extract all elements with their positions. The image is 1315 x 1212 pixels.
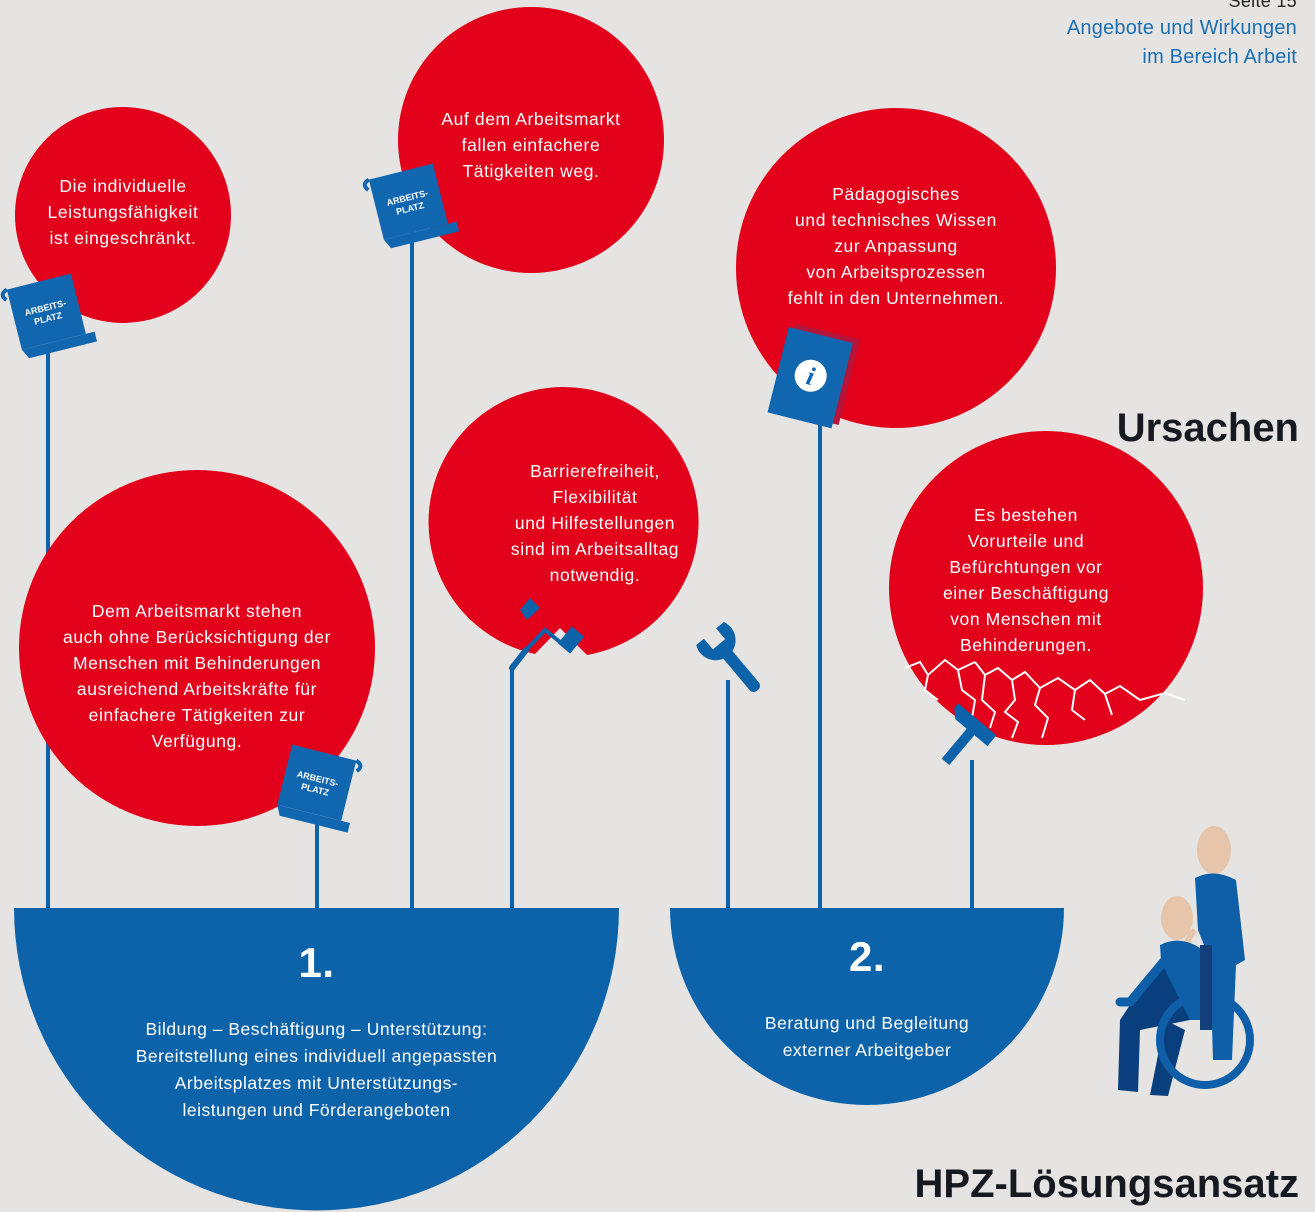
causes-label: Ursachen [1116, 406, 1299, 450]
solution-text-2: 2. Beratung und Begleitung externer Arbe… [700, 932, 1034, 1064]
cause-text-6: Es bestehen Vorurteile und Befürchtungen… [942, 505, 1110, 655]
cause-text-2: Auf dem Arbeitsmarkt fallen einfachere T… [441, 109, 621, 181]
workplace-scroll-icon: ARBEITS- PLATZ [0, 273, 98, 359]
solution-number-2: 2. [848, 933, 886, 980]
page-subtitle-line-1: Angebote und Wirkungen [1066, 17, 1297, 39]
workplace-scroll-icon: ARBEITS- PLATZ [362, 163, 460, 249]
wrench-icon [696, 621, 761, 693]
cause-circle-2 [398, 7, 664, 273]
cause-text-5: Dem Arbeitsmarkt stehen auch ohne Berück… [62, 601, 332, 751]
solution-semicircle-1 [14, 908, 619, 1211]
crack-lines [904, 658, 1186, 739]
solution-number-1: 1. [298, 939, 335, 986]
workplace-scroll-icon: ARBEITS- PLATZ [277, 744, 363, 833]
wheelchair-people-icon [1115, 826, 1254, 1096]
page-subtitle-line-2: im Bereich Arbeit [1142, 46, 1297, 68]
cause-circle-1 [15, 107, 231, 323]
paint-roller-icon [509, 598, 585, 671]
cause-text-4: Barrierefreiheit, Flexibilität und Hilfe… [510, 461, 680, 585]
page-header: Seite 15 Angebote und Wirkungen im Berei… [1067, 0, 1297, 72]
hammer-icon [941, 703, 997, 766]
cause-text-3: Pädagogisches und technisches Wissen zur… [787, 184, 1005, 308]
solution-text-1: 1. Bildung – Beschäftigung – Unterstützu… [60, 938, 573, 1124]
solution-semicircle-2 [670, 908, 1064, 1105]
cause-circle-5 [19, 470, 375, 826]
info-book-icon: i [767, 323, 860, 429]
solution-label: HPZ-Lösungsansatz [914, 1162, 1299, 1206]
cause-circle-4 [428, 387, 699, 655]
cause-text-1: Die individuelle Leistungsfähigkeit ist … [47, 176, 199, 248]
page-number: Seite 15 [1228, 0, 1297, 11]
